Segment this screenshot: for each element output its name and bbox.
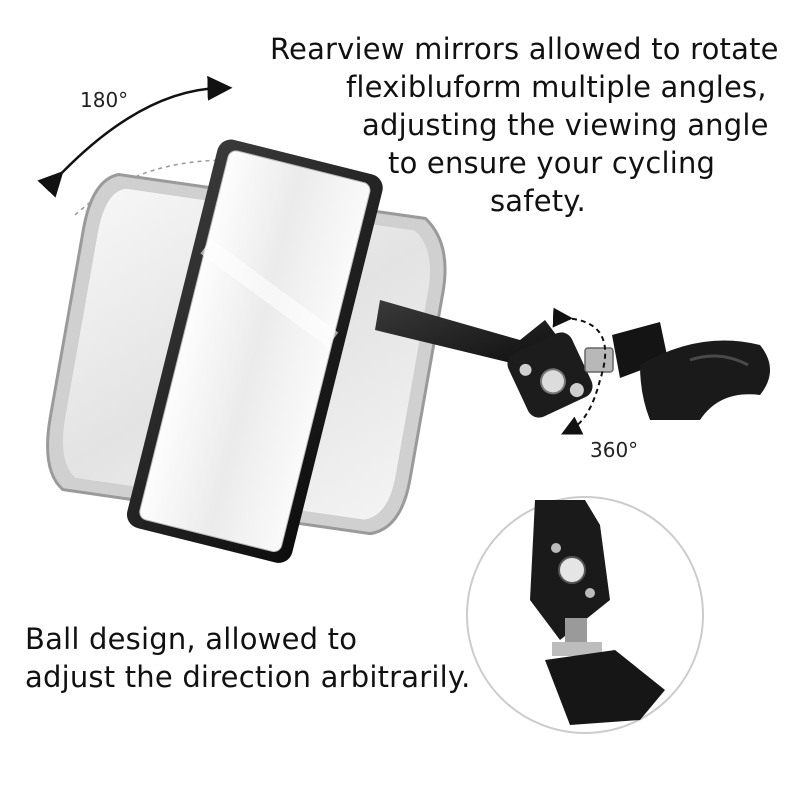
detail-circle xyxy=(466,496,704,734)
mirror-arm xyxy=(375,300,560,370)
mirror-front xyxy=(126,139,383,563)
bottom-caption-line: Ball design, allowed to xyxy=(25,622,358,656)
mirror-assembly xyxy=(46,139,770,563)
top-caption-line: flexibluform multiple angles, xyxy=(346,70,767,104)
top-caption-line: safety. xyxy=(490,184,586,218)
bolt xyxy=(584,347,614,373)
top-caption-line: Rearview mirrors allowed to rotate xyxy=(270,32,779,66)
rotation-guide-dashed xyxy=(74,159,371,216)
curved-double-arrow-icon xyxy=(552,307,607,435)
top-caption-line: to ensure your cycling xyxy=(388,146,716,180)
top-caption-line: adjusting the viewing angle xyxy=(362,108,769,142)
top-caption: Rearview mirrors allowed to rotate flexi… xyxy=(270,30,785,220)
bottom-caption-line: adjust the direction arbitrarily. xyxy=(25,660,471,694)
angle-label-360: 360° xyxy=(590,438,639,462)
angle-label-180: 180° xyxy=(80,88,129,112)
bottom-caption: Ball design, allowed to adjust the direc… xyxy=(25,620,495,696)
curved-double-arrow-icon xyxy=(37,75,233,198)
handlebar-clamp xyxy=(612,322,770,420)
